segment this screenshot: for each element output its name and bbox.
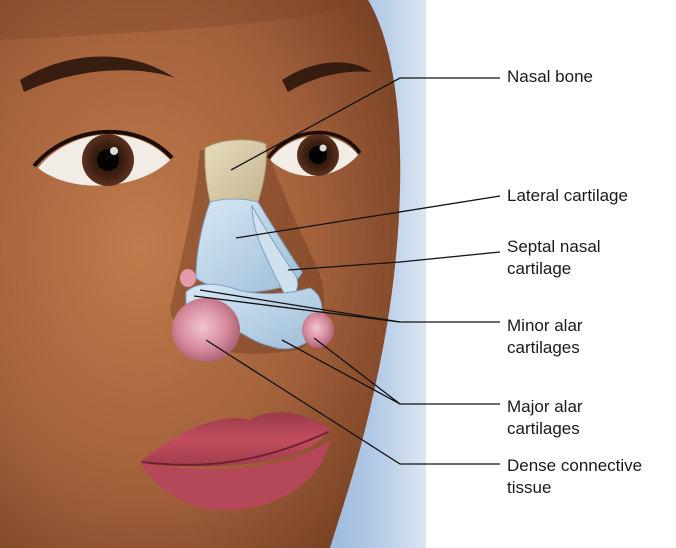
label-minor-alar-line-1: Minor alar xyxy=(507,315,583,337)
dense-tissue-right xyxy=(302,312,334,348)
label-major-alar-line-2: cartilages xyxy=(507,418,583,440)
label-septal-nasal-cartilage-line-2: cartilage xyxy=(507,258,601,280)
dense-tissue-small xyxy=(180,269,196,287)
label-septal-nasal-cartilage-line-1: Septal nasal xyxy=(507,236,601,258)
label-minor-alar-line-2: cartilages xyxy=(507,337,583,359)
label-nasal-bone: Nasal bone xyxy=(507,66,593,88)
label-minor-alar-cartilages: Minor alar cartilages xyxy=(507,315,583,359)
label-dense-connective-tissue: Dense connective tissue xyxy=(507,455,642,499)
label-major-alar-cartilages: Major alar cartilages xyxy=(507,396,583,440)
label-dense-connective-line-2: tissue xyxy=(507,477,642,499)
label-dense-connective-line-1: Dense connective xyxy=(507,455,642,477)
label-major-alar-line-1: Major alar xyxy=(507,396,583,418)
nasal-bone-shape xyxy=(205,140,267,205)
label-lateral-cartilage: Lateral cartilage xyxy=(507,185,628,207)
label-septal-nasal-cartilage: Septal nasal cartilage xyxy=(507,236,601,280)
dense-tissue-left xyxy=(172,298,240,362)
